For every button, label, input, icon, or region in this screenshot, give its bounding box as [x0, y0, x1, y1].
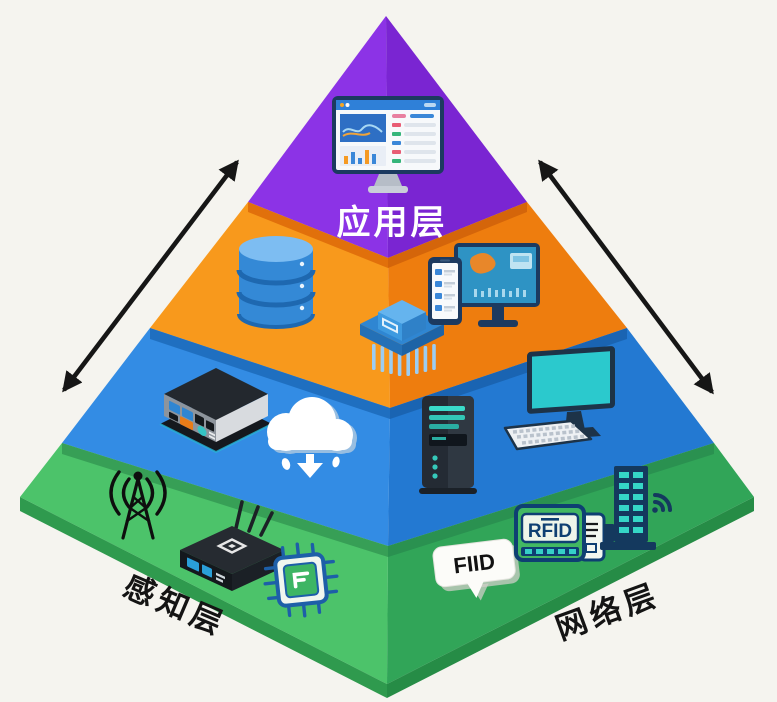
- tier-data-top-lip-right: [388, 202, 527, 268]
- processor-chip-icon: [360, 300, 444, 376]
- keyboard: [503, 419, 593, 451]
- left-double-arrow: [62, 159, 239, 393]
- right-double-arrow: [538, 159, 714, 395]
- cloud-download-icon: [267, 397, 357, 478]
- phone-list-rows: [435, 269, 455, 312]
- tier-base-bottom-rim-right: [387, 497, 754, 698]
- download-arrow: [297, 454, 323, 478]
- fiid-label: FIID: [452, 549, 496, 579]
- application-layer-label: 应用层: [337, 204, 448, 242]
- smart-building-icon: [600, 466, 672, 550]
- fiid-tag-icon: FIID: [432, 538, 520, 601]
- phone-and-monitor-icon: [428, 243, 540, 327]
- chip-pins: [372, 344, 436, 376]
- antenna-tower-icon: [109, 470, 167, 540]
- tier-application-left-face: [248, 16, 388, 258]
- tier-base-bottom-rim-left: [20, 497, 387, 698]
- rfid-reader-icon: RFID: [514, 504, 606, 562]
- sensor-chip-icon: [263, 542, 339, 618]
- server-tower-icon: [419, 396, 477, 494]
- tier-base-top-lip-left: [62, 443, 388, 557]
- tier-data-top-lip-left: [248, 202, 388, 268]
- wifi-signal: [653, 493, 672, 512]
- tier-application-right-face: [386, 16, 527, 258]
- dashboard-monitor-icon: [332, 96, 444, 193]
- rfid-label: RFID: [528, 521, 572, 542]
- wireless-router-icon: [180, 500, 284, 591]
- database-icon: [236, 236, 316, 329]
- gateway-ports: [169, 400, 215, 440]
- router-ports: [187, 557, 225, 583]
